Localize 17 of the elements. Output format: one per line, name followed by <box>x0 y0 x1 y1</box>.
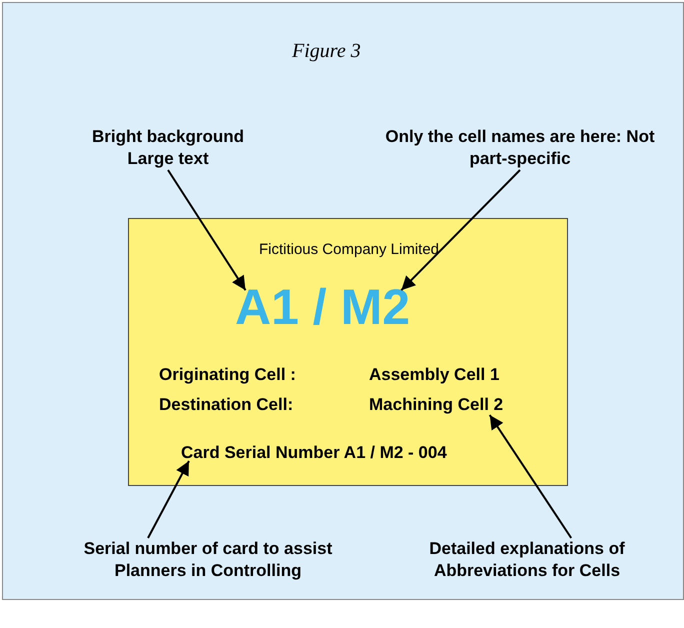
company-name: Fictitious Company Limited <box>258 241 440 258</box>
arrow <box>400 169 521 291</box>
field-label: Destination Cell: <box>159 395 294 415</box>
field-label: Originating Cell : <box>159 365 296 385</box>
cell-name: Machining Cell 2 <box>369 395 504 415</box>
callout-text: Detailed explanations of Abbreviations for Cells <box>397 538 657 582</box>
cell-code: A1 / M2 <box>235 279 410 335</box>
arrow <box>147 460 190 538</box>
callout-text: Bright background Large text <box>68 126 268 170</box>
arrow <box>167 169 246 291</box>
arrow <box>488 414 572 539</box>
field-label: Assembly Cell 1 <box>369 365 500 385</box>
serial-number: Card Serial Number A1 / M2 - 004 <box>181 443 447 463</box>
kanban-card <box>128 218 568 486</box>
callout-text: Only the cell names are here: Not part-specific <box>370 126 670 170</box>
figure-title: Figure 3 <box>292 40 361 63</box>
callout-text: Serial number of card to assist Planners in Controlling <box>58 538 358 582</box>
